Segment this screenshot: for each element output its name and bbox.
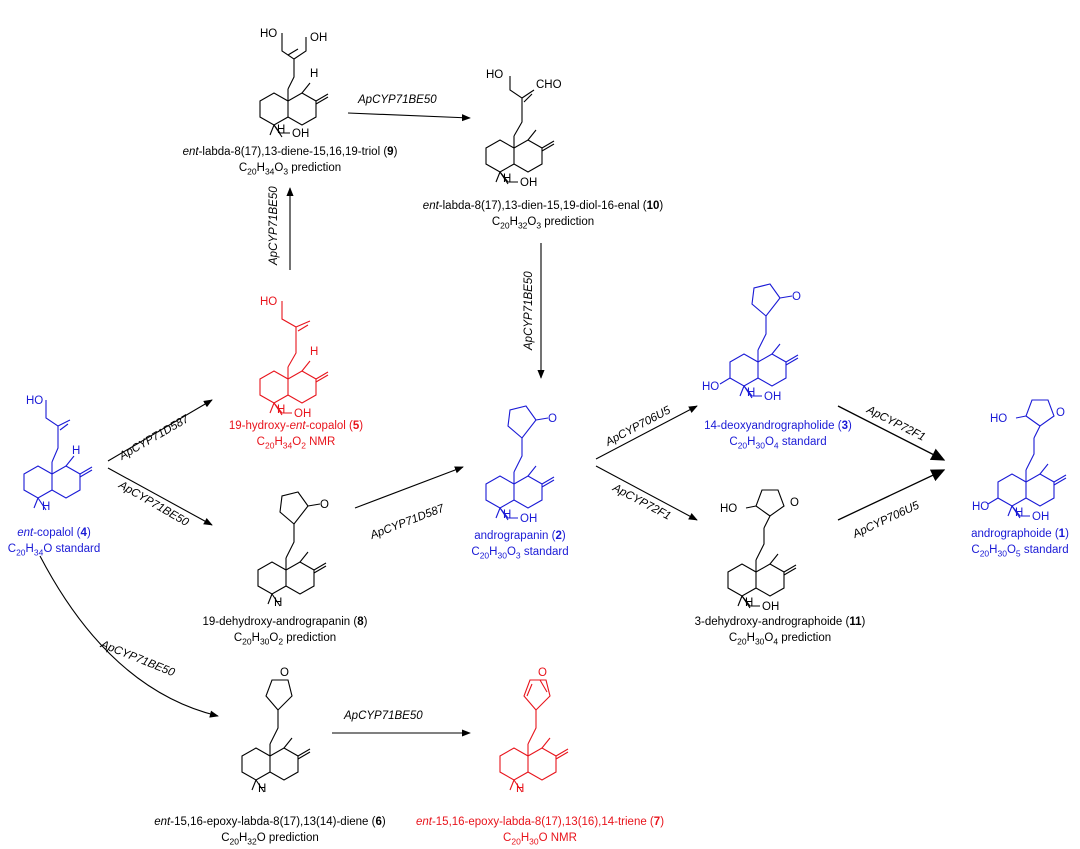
structure-7: O H bbox=[499, 667, 569, 795]
formula-4: C20H34O standard bbox=[7, 543, 101, 558]
structure-4: HO H H bbox=[23, 395, 93, 513]
svg-text:OH: OH bbox=[294, 408, 311, 420]
arrow-4-to-8 bbox=[107, 467, 213, 526]
enzyme-label: ApCYP71BE50 bbox=[116, 479, 191, 530]
formula-10: C20H32O3 prediction bbox=[491, 216, 595, 231]
svg-text:HO: HO bbox=[990, 413, 1007, 425]
structure-1: HO O HO H OH bbox=[972, 399, 1067, 523]
arrow-2-to-3 bbox=[595, 405, 698, 460]
formula-11: C20H30O4 prediction bbox=[728, 632, 832, 647]
enzyme-label: ApCYP71D587 bbox=[368, 502, 447, 542]
enzyme-label: ApCYP71BE50 bbox=[268, 186, 280, 266]
svg-text:HO: HO bbox=[720, 503, 737, 515]
formula-9: C20H34O3 prediction bbox=[238, 162, 342, 177]
svg-text:O: O bbox=[538, 667, 547, 679]
enzyme-label: ApCYP706U5 bbox=[603, 404, 673, 449]
svg-text:OH: OH bbox=[310, 32, 327, 44]
svg-text:H: H bbox=[503, 173, 511, 185]
structure-11: HO O H OH bbox=[720, 489, 799, 613]
svg-text:O: O bbox=[792, 291, 801, 303]
arrow-11-to-1 bbox=[837, 469, 946, 521]
svg-text:HO: HO bbox=[972, 501, 989, 513]
enzyme-label: ApCYP71BE50 bbox=[357, 94, 437, 106]
svg-text:H: H bbox=[72, 445, 80, 457]
arrow-3-to-1 bbox=[837, 405, 946, 461]
svg-text:H: H bbox=[277, 404, 285, 416]
label-compound-5: 19-hydroxy-ent-copalol (5) C20H34O2 NMR bbox=[196, 418, 396, 453]
svg-text:H: H bbox=[42, 501, 50, 513]
label-compound-1: andrographoide (1) C20H30O5 standard bbox=[960, 526, 1080, 561]
svg-text:H: H bbox=[747, 387, 755, 399]
enzyme-label: ApCYP71D587 bbox=[117, 413, 192, 463]
svg-text:OH: OH bbox=[762, 601, 779, 613]
label-compound-4: ent-copalol (4) C20H34O standard bbox=[0, 525, 108, 560]
formula-8: C20H30O2 prediction bbox=[233, 632, 337, 647]
svg-text:OH: OH bbox=[520, 513, 537, 525]
svg-text:HO: HO bbox=[260, 296, 277, 308]
arrow-2-to-11 bbox=[595, 465, 698, 521]
label-compound-11: 3-dehydroxy-andrographoide (11) C20H30O4… bbox=[670, 614, 890, 649]
structure-10: HO CHO H OH bbox=[485, 69, 562, 189]
structure-3: O HO H OH bbox=[702, 283, 801, 403]
enzyme-label: ApCYP706U5 bbox=[850, 499, 921, 541]
label-compound-6: ent-15,16-epoxy-labda-8(17),13(14)-diene… bbox=[120, 814, 420, 849]
svg-text:O: O bbox=[280, 667, 289, 679]
arrow-8-to-2 bbox=[354, 466, 464, 509]
svg-text:HO: HO bbox=[486, 69, 503, 81]
structure-8: O H bbox=[257, 491, 329, 609]
svg-text:HO: HO bbox=[702, 381, 719, 393]
arrow-4-to-5 bbox=[107, 399, 213, 462]
svg-text:O: O bbox=[1056, 407, 1065, 419]
label-compound-9: ent-labda-8(17),13-diene-15,16,19-triol … bbox=[150, 144, 430, 179]
svg-text:H: H bbox=[1015, 507, 1023, 519]
svg-text:H: H bbox=[310, 68, 318, 80]
svg-text:H: H bbox=[274, 597, 282, 609]
svg-text:H: H bbox=[516, 783, 524, 795]
label-compound-8: 19-dehydroxy-andrograpanin (8) C20H30O2 … bbox=[170, 614, 400, 649]
svg-text:H: H bbox=[745, 597, 753, 609]
label-compound-7: ent-15,16-epoxy-labda-8(17),13(16),14-tr… bbox=[395, 814, 685, 849]
formula-6: C20H32O prediction bbox=[221, 832, 319, 847]
svg-text:HO: HO bbox=[260, 28, 277, 40]
label-compound-3: 14-deoxyandrographolide (3) C20H30O4 sta… bbox=[688, 418, 868, 453]
enzyme-label: ApCYP71BE50 bbox=[523, 271, 535, 351]
svg-text:H: H bbox=[310, 346, 318, 358]
formula-7: C20H30O NMR bbox=[503, 832, 577, 847]
structure-9: HO OH H H OH bbox=[259, 28, 329, 140]
label-compound-2: andrograpanin (2) C20H30O3 standard bbox=[440, 528, 600, 563]
formula-1: C20H30O5 standard bbox=[971, 544, 1069, 559]
svg-text:OH: OH bbox=[1032, 511, 1049, 523]
svg-text:CHO: CHO bbox=[536, 79, 562, 91]
svg-text:OH: OH bbox=[520, 177, 537, 189]
svg-text:H: H bbox=[258, 783, 266, 795]
svg-text:OH: OH bbox=[292, 128, 309, 140]
enzyme-label: ApCYP71BE50 bbox=[98, 638, 177, 679]
formula-5: C20H34O2 NMR bbox=[256, 436, 336, 451]
svg-text:H: H bbox=[277, 124, 285, 136]
svg-text:OH: OH bbox=[764, 391, 781, 403]
svg-text:O: O bbox=[790, 497, 799, 509]
enzyme-label: ApCYP71BE50 bbox=[343, 710, 423, 722]
structure-6: O H bbox=[241, 667, 311, 795]
formula-3: C20H30O4 standard bbox=[729, 436, 827, 451]
structure-5: HO H H OH bbox=[259, 296, 329, 420]
arrow-4-to-6 bbox=[39, 555, 219, 718]
arrow-9-to-10 bbox=[347, 112, 471, 122]
svg-text:O: O bbox=[320, 499, 329, 511]
label-compound-10: ent-labda-8(17),13-dien-15,19-diol-16-en… bbox=[378, 198, 708, 233]
structure-2: O H OH bbox=[485, 405, 557, 525]
svg-text:H: H bbox=[503, 509, 511, 521]
svg-text:O: O bbox=[548, 413, 557, 425]
formula-2: C20H30O3 standard bbox=[471, 546, 569, 561]
svg-text:HO: HO bbox=[26, 395, 43, 407]
